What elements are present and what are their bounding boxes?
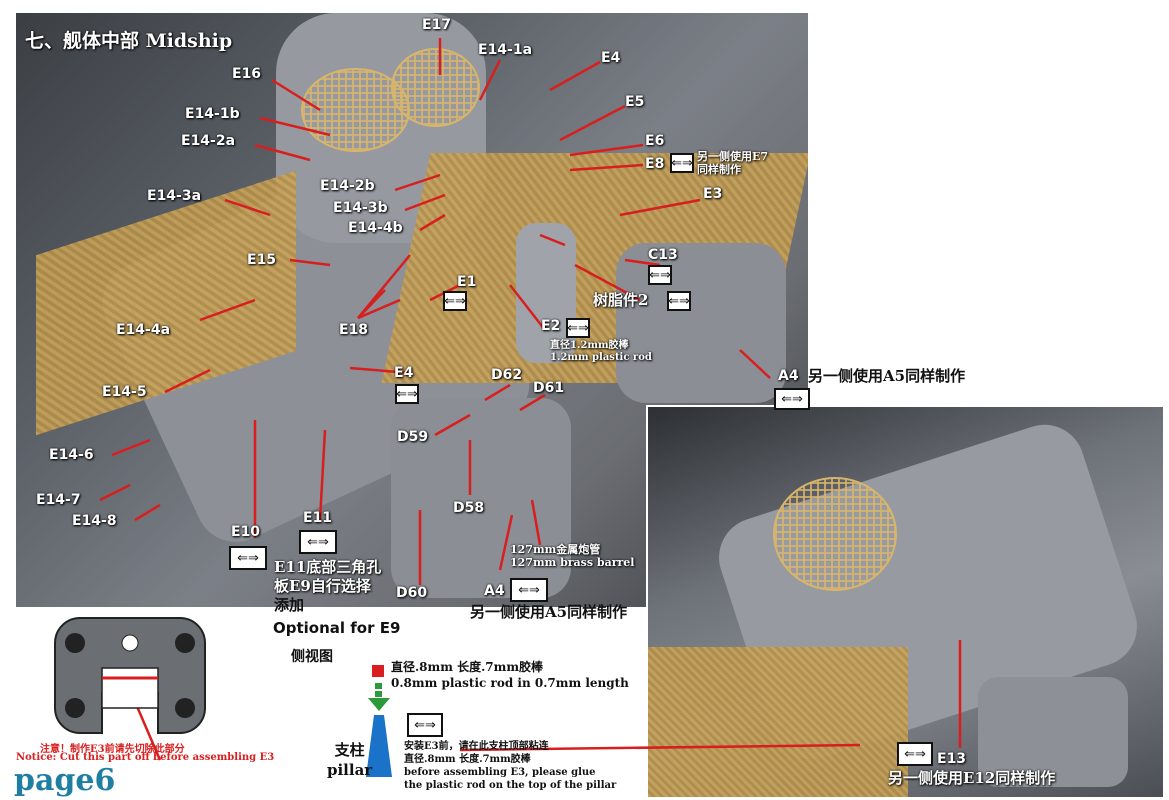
label-e14-8: E14-8: [72, 513, 117, 529]
label-e6: E6: [645, 133, 665, 149]
double-arrow-icon: ⇐⇒: [395, 384, 419, 404]
etched-grille-b: [391, 48, 480, 127]
label-d61: D61: [533, 380, 565, 396]
inset-grille: [773, 477, 897, 591]
label-e3: E3: [703, 186, 723, 202]
label-e8: E8: [645, 156, 665, 172]
inset-deck: [648, 647, 908, 797]
double-arrow-icon: ⇐⇒: [670, 153, 694, 173]
glue-note-en1: before assembling E3, please glue: [404, 767, 596, 778]
label-e18: E18: [339, 322, 369, 338]
label-e1: E1: [457, 274, 477, 290]
rod-note-cn: 直径1.2mm胶棒: [550, 340, 629, 351]
page-label: page6: [14, 763, 116, 798]
down-arrow-icon: [368, 698, 390, 711]
side-view-title: 侧视图: [291, 649, 333, 665]
label-e14-7: E14-7: [36, 492, 81, 508]
label-e14-2a: E14-2a: [181, 133, 236, 149]
double-arrow-icon: ⇐⇒: [229, 546, 267, 570]
rod2-note-cn: 直径.8mm 长度.7mm胶棒: [391, 660, 544, 674]
double-arrow-icon: ⇐⇒: [897, 742, 933, 766]
a4-bottom-note: 另一侧使用A5同样制作: [470, 603, 628, 621]
label-e13: E13: [937, 751, 967, 767]
cut-note-en: Notice: Cut this part off before assembl…: [16, 752, 275, 763]
label-a4-bottom: A4: [484, 583, 505, 599]
barrel-note-en: 127mm brass barrel: [510, 556, 635, 569]
pillar-shape: [366, 715, 392, 777]
e11-note: E11底部三角孔板E9自行选择添加: [274, 558, 381, 615]
e11-note-line1: E11底部三角孔: [274, 558, 382, 576]
cut-diagram: [54, 617, 206, 734]
barrel-note-cn: 127mm金属炮管: [510, 543, 601, 556]
glue-note-cn1: 安装E3前，请在此支柱顶部粘连: [404, 741, 549, 752]
double-arrow-icon: ⇐⇒: [648, 265, 672, 285]
label-e17: E17: [422, 17, 452, 33]
double-arrow-icon: ⇐⇒: [510, 578, 548, 602]
double-arrow-icon: ⇐⇒: [299, 530, 337, 554]
label-a4-right: A4: [778, 368, 799, 384]
label-e14-1b: E14-1b: [185, 106, 240, 122]
label-e14-4a: E14-4a: [116, 322, 171, 338]
label-e5: E5: [625, 94, 645, 110]
double-arrow-icon: ⇐⇒: [774, 388, 810, 410]
double-arrow-icon: ⇐⇒: [667, 291, 691, 311]
label-e16: E16: [232, 66, 262, 82]
inset-photo: [646, 405, 1163, 797]
label-e14-2b: E14-2b: [320, 178, 375, 194]
label-e14-1a: E14-1a: [478, 42, 533, 58]
label-d60: D60: [396, 585, 428, 601]
section-title: 七、舰体中部 Midship: [25, 30, 233, 52]
etched-grille-a: [301, 68, 410, 152]
inset-turret: [978, 677, 1128, 787]
label-e14-6: E14-6: [49, 447, 94, 463]
label-e14-4b: E14-4b: [348, 220, 403, 236]
resin-part-label: 树脂件2: [593, 291, 649, 309]
label-e4-top: E4: [601, 50, 621, 66]
e11-note-line2: 板E9自行选择: [274, 577, 371, 595]
e11-note-en: Optional for E9: [273, 619, 401, 637]
rod-note-en: 1.2mm plastic rod: [550, 352, 652, 363]
arrow-stem-a: [375, 683, 382, 689]
label-e14-3b: E14-3b: [333, 200, 388, 216]
double-arrow-icon: ⇐⇒: [407, 713, 443, 737]
label-e10: E10: [231, 524, 261, 540]
e11-note-line3: 添加: [274, 596, 305, 614]
plastic-rod-marker: [372, 665, 384, 677]
label-e4-mid: E4: [394, 365, 414, 381]
e13-note: 另一侧使用E12同样制作: [888, 769, 1056, 787]
label-e11: E11: [303, 510, 333, 526]
cut-note-cn: 注意！制作E3前请先切除此部分: [40, 744, 185, 755]
pillar-e2: [516, 223, 576, 363]
label-d58: D58: [453, 500, 485, 516]
glue-note-cn2: 直径.8mm 长度.7mm胶棒: [404, 754, 531, 765]
pillar-label-en: pillar: [327, 761, 373, 779]
glue-note: 安装E3前，请在此支柱顶部粘连 直径.8mm 长度.7mm胶棒 before a…: [404, 740, 616, 792]
turret-c13: [616, 243, 786, 403]
pillar-label: 支柱 pillar: [327, 740, 372, 780]
label-d59: D59: [397, 429, 429, 445]
label-e2: E2: [541, 318, 561, 334]
arrow-stem-b: [375, 691, 382, 697]
e8-note-line1: 另一侧使用E7: [697, 150, 769, 163]
pillar-label-cn: 支柱: [334, 741, 365, 759]
rod2-note-en: 0.8mm plastic rod in 0.7mm length: [391, 676, 629, 690]
double-arrow-icon: ⇐⇒: [443, 291, 467, 311]
glue-note-en2: the plastic rod on the top of the pillar: [404, 780, 617, 791]
a4-right-note: 另一侧使用A5同样制作: [808, 367, 966, 385]
label-e14-5: E14-5: [102, 384, 147, 400]
label-c13: C13: [648, 247, 678, 263]
e8-note-line2: 同样制作: [697, 163, 741, 176]
double-arrow-icon: ⇐⇒: [566, 318, 590, 338]
rod2-note: 直径.8mm 长度.7mm胶棒 0.8mm plastic rod in 0.7m…: [391, 659, 629, 691]
label-e14-3a: E14-3a: [147, 188, 202, 204]
label-e15: E15: [247, 252, 277, 268]
label-d62: D62: [491, 367, 523, 383]
